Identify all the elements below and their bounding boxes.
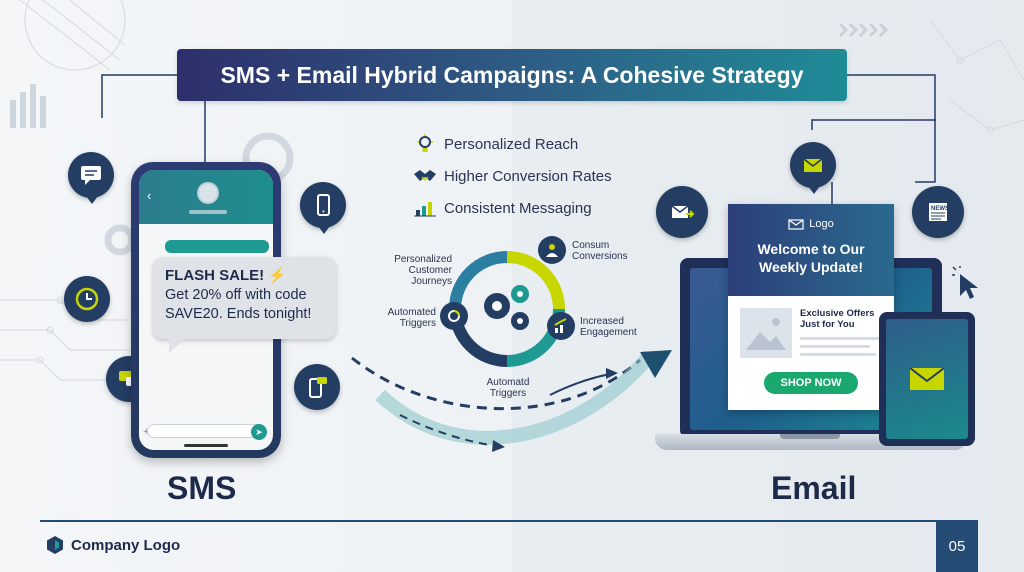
newspaper-icon: NEWS	[929, 203, 949, 221]
benefit-item: Consistent Messaging	[412, 192, 612, 224]
tablet-screen	[886, 319, 968, 439]
plus-icon[interactable]: +	[143, 426, 149, 438]
hexagon-logo-icon	[47, 536, 63, 554]
send-icon[interactable]: ➤	[251, 424, 267, 440]
benefits-list: Personalized Reach Higher Conversion Rat…	[412, 128, 612, 224]
clock-badge	[64, 276, 110, 322]
flash-sale-message: FLASH SALE! ⚡ Get 20% off with code SAVE…	[153, 257, 336, 353]
mobile-phone-icon	[317, 194, 330, 216]
newsletter-badge: NEWS	[912, 186, 964, 238]
phone-chat-badge	[294, 364, 340, 410]
cycle-ring	[449, 251, 565, 367]
contact-avatar	[197, 182, 219, 204]
growth-chart-icon	[547, 312, 575, 340]
phone-chat-icon	[309, 377, 327, 398]
page-number: 05	[936, 520, 978, 572]
company-logo: Company Logo	[45, 535, 180, 555]
mobile-phone-badge	[300, 182, 346, 234]
contact-name-placeholder	[189, 210, 227, 214]
lightning-icon: ⚡	[268, 268, 287, 284]
mail-forward-icon	[671, 205, 695, 218]
home-indicator	[184, 444, 228, 447]
sms-label: SMS	[167, 470, 237, 506]
envelope-icon	[909, 367, 945, 390]
benefit-label: Consistent Messaging	[444, 199, 592, 217]
chat-message-icon	[81, 166, 101, 185]
text-placeholder-line	[800, 345, 870, 348]
message-input[interactable]	[147, 424, 265, 438]
mail-forward-badge	[656, 186, 708, 238]
email-label: Email	[771, 470, 857, 506]
mail-badge-top	[790, 142, 836, 194]
lightbulb-icon	[412, 133, 438, 155]
shop-now-button[interactable]: SHOP NOW	[764, 372, 858, 394]
svg-text:NEWS: NEWS	[931, 206, 949, 212]
envelope-icon	[803, 158, 823, 172]
image-placeholder-icon	[740, 308, 792, 358]
back-arrow-icon[interactable]: ‹	[147, 188, 152, 203]
text-placeholder-line	[800, 353, 876, 356]
email-logo: Logo	[728, 218, 894, 230]
page-title: SMS + Email Hybrid Campaigns: A Cohesive…	[177, 49, 847, 101]
benefit-item: Higher Conversion Rates	[412, 160, 612, 192]
chat-message-badge	[68, 152, 114, 204]
clock-icon	[75, 287, 99, 311]
flash-sale-line-2: SAVE20. Ends tonight!	[165, 306, 312, 322]
footer-divider	[40, 520, 978, 522]
automation-icon	[440, 302, 468, 330]
phone-chat-header: ‹	[139, 170, 273, 224]
bar-chart-icon	[412, 197, 438, 219]
handshake-icon	[412, 165, 438, 187]
text-placeholder-line	[800, 337, 880, 340]
benefit-label: Personalized Reach	[444, 135, 579, 153]
customer-icon	[538, 236, 566, 264]
flash-sale-line-1: Get 20% off with code	[165, 287, 307, 303]
tablet	[879, 312, 975, 446]
incoming-message-bubble	[165, 240, 269, 253]
gears-icon	[484, 285, 529, 330]
mail-logo-icon	[788, 219, 804, 230]
laptop-notch	[780, 434, 840, 439]
mouse-cursor-icon	[952, 266, 978, 299]
flash-sale-title: FLASH SALE!	[165, 267, 265, 284]
benefit-item: Personalized Reach	[412, 128, 612, 160]
benefit-label: Higher Conversion Rates	[444, 167, 612, 185]
